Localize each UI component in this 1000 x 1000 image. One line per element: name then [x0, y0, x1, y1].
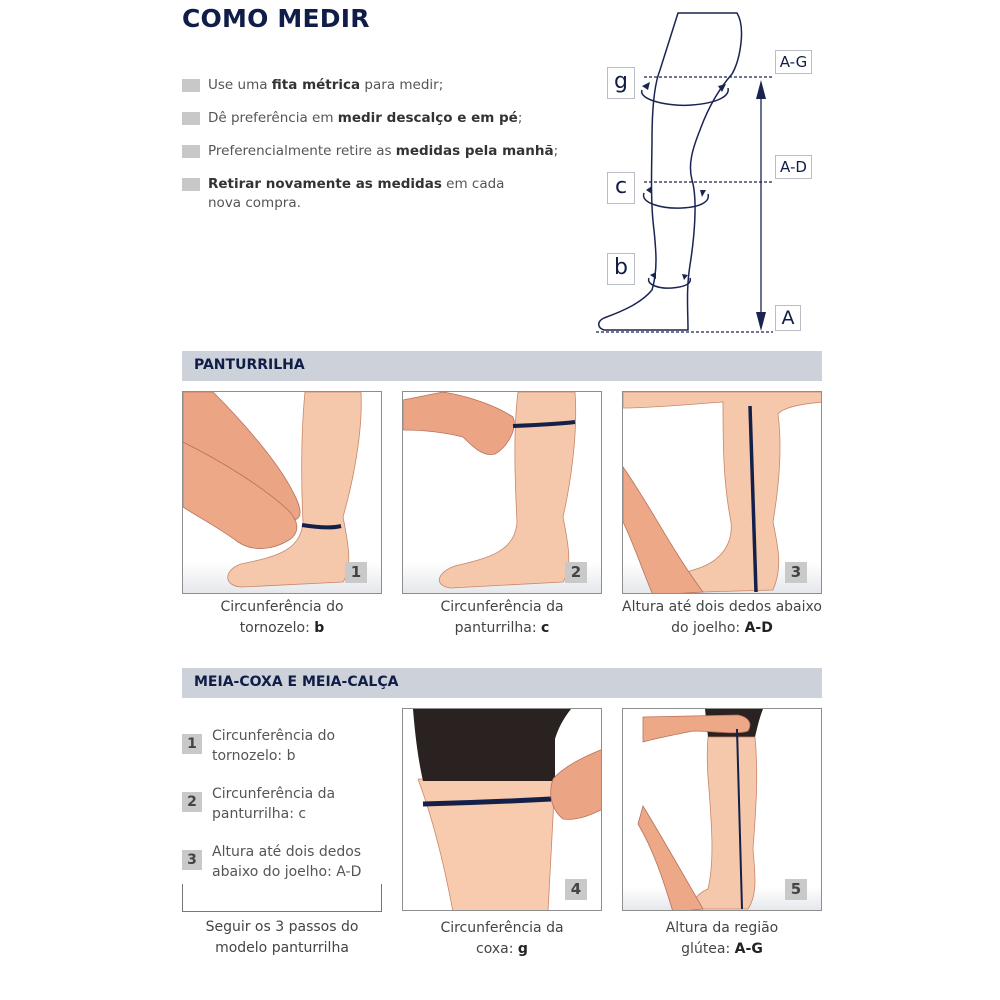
knee-height-illustration — [623, 392, 821, 593]
steps-caption: Seguir os 3 passos do modelo panturrilha — [205, 919, 359, 956]
label-g: g — [607, 67, 635, 99]
section-header-meia-coxa: MEIA-COXA E MEIA-CALÇA — [182, 668, 822, 698]
gluteal-height-illustration — [623, 709, 821, 910]
bullet-square-icon — [182, 178, 200, 191]
label-c: c — [607, 172, 635, 204]
tip-text: Use uma fita métrica para medir; — [208, 77, 444, 93]
step-badge: 3 — [785, 562, 807, 583]
section-title: PANTURRILHA — [194, 357, 305, 373]
leg-outline-icon — [596, 12, 773, 333]
illustration-ankle: 1 — [182, 391, 382, 594]
tip-item: Use uma fita métrica para medir; — [182, 76, 562, 95]
step-badge: 2 — [565, 562, 587, 583]
tip-item: Preferencialmente retire as medidas pela… — [182, 142, 562, 161]
caption-ankle: Circunferência do tornozelo: b — [220, 599, 344, 636]
illustration-knee-height: 3 — [622, 391, 822, 594]
bullet-square-icon — [182, 79, 200, 92]
label-b: b — [607, 253, 635, 285]
thigh-measure-illustration — [413, 709, 601, 910]
step-badge: 1 — [345, 562, 367, 583]
label-a-d: A-D — [775, 155, 812, 179]
caption-knee-height: Altura até dois dedos abaixo do joelho: … — [622, 599, 822, 636]
illustration-thigh: 4 — [402, 708, 602, 911]
caption-gluteal-height: Altura da região glútea: A-G — [665, 920, 779, 957]
label-a-g: A-G — [775, 50, 812, 74]
caption-thigh: Circunferência da coxa: g — [440, 920, 564, 957]
step-badge: 1 — [182, 734, 202, 754]
step-text: Circunferência do tornozelo: b — [212, 728, 336, 764]
caption-calf: Circunferência da panturrilha: c — [440, 599, 564, 636]
bullet-square-icon — [182, 112, 200, 125]
step-badge: 3 — [182, 850, 202, 870]
tip-text: Dê preferência em medir descalço e em pé… — [208, 110, 523, 126]
step-item: 3 Altura até dois dedos abaixo do joelho… — [182, 842, 382, 882]
tip-item: Dê preferência em medir descalço e em pé… — [182, 109, 562, 128]
steps-list: 1 Circunferência do tornozelo: b 2 Circu… — [182, 726, 382, 900]
step-badge: 4 — [565, 879, 587, 900]
tip-text: Retirar novamente as medidas em cada nov… — [208, 176, 505, 211]
step-item: 1 Circunferência do tornozelo: b — [182, 726, 382, 766]
tip-item: Retirar novamente as medidas em cada nov… — [182, 175, 522, 213]
tip-text: Preferencialmente retire as medidas pela… — [208, 143, 559, 159]
label-a: A — [775, 305, 801, 331]
step-badge: 2 — [182, 792, 202, 812]
steps-bracket — [182, 884, 382, 912]
step-item: 2 Circunferência da panturrilha: c — [182, 784, 382, 824]
page-title: COMO MEDIR — [182, 4, 370, 33]
step-badge: 5 — [785, 879, 807, 900]
step-text: Altura até dois dedos abaixo do joelho: … — [212, 844, 362, 880]
calf-measure-illustration — [403, 392, 601, 593]
leg-measurement-diagram: g c b A-G A-D A — [590, 0, 820, 345]
step-text: Circunferência da panturrilha: c — [212, 786, 336, 822]
section-title: MEIA-COXA E MEIA-CALÇA — [194, 674, 399, 690]
illustration-gluteal-height: 5 — [622, 708, 822, 911]
section-header-panturrilha: PANTURRILHA — [182, 351, 822, 381]
tips-list: Use uma fita métrica para medir; Dê pref… — [182, 76, 562, 227]
bullet-square-icon — [182, 145, 200, 158]
illustration-calf: 2 — [402, 391, 602, 594]
